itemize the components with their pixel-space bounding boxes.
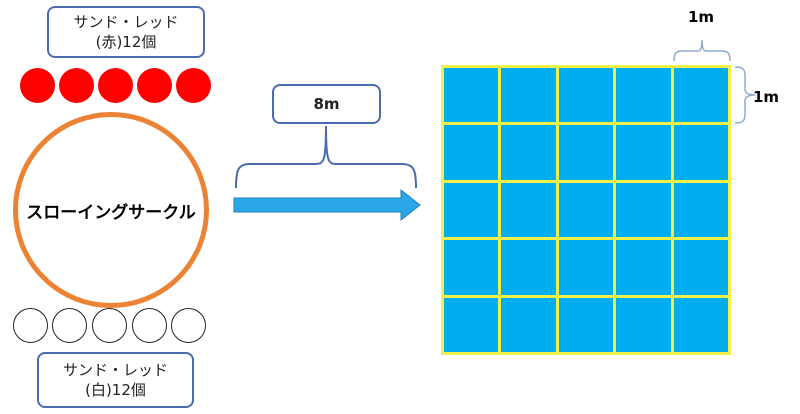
throwing-circle: スローイングサークル — [13, 112, 209, 308]
grid-right-unit-label: 1m — [753, 88, 780, 106]
grid-cell — [501, 68, 556, 123]
grid-cell — [501, 297, 556, 352]
grid-cell — [558, 68, 614, 123]
grid-top-unit-bracket — [673, 39, 731, 62]
white-ball — [132, 308, 167, 343]
white-sandbag-label: サンド・レッド (白)12個 — [37, 352, 194, 408]
grid-cell — [501, 240, 556, 295]
grid-cell — [673, 240, 728, 295]
grid-cell — [444, 125, 499, 180]
grid-cell — [558, 182, 614, 238]
grid-cell — [616, 68, 671, 123]
grid-cell — [558, 297, 614, 352]
throw-direction-arrow — [233, 188, 421, 222]
white-ball — [92, 308, 127, 343]
white-ball — [13, 308, 48, 343]
red-ball — [176, 68, 211, 103]
grid-cell — [558, 240, 614, 295]
grid-cell — [673, 297, 728, 352]
red-ball — [20, 68, 55, 103]
grid-top-unit-label: 1m — [688, 8, 715, 26]
red-sandbag-label: サンド・レッド (赤)12個 — [47, 6, 205, 58]
white-sandbag-label-line2: (白)12個 — [85, 381, 146, 399]
grid-cell — [501, 182, 556, 238]
grid-cell — [501, 125, 556, 180]
white-sandbag-label-line1: サンド・レッド — [62, 361, 168, 379]
grid-cell — [673, 125, 728, 180]
grid-cell — [616, 240, 671, 295]
grid-cell — [558, 125, 614, 180]
red-ball — [98, 68, 133, 103]
red-ball — [137, 68, 172, 103]
grid-cell — [444, 182, 499, 238]
red-sandbag-label-line2: (赤)12個 — [95, 33, 157, 51]
grid-cell — [616, 297, 671, 352]
distance-bracket — [235, 125, 417, 189]
distance-label-box: 8m — [272, 84, 381, 124]
throwing-circle-label: スローイングサークル — [26, 202, 196, 223]
red-ball — [59, 68, 94, 103]
white-ball — [171, 308, 206, 343]
grid-right-unit-bracket — [734, 66, 756, 124]
grid-cell — [444, 68, 499, 123]
grid-cell — [673, 182, 728, 238]
grid-cell — [444, 240, 499, 295]
grid-cell — [616, 125, 671, 180]
red-sandbag-label-line1: サンド・レッド — [73, 13, 179, 31]
white-ball — [52, 308, 87, 343]
grid-cell — [444, 297, 499, 352]
grid-cell — [673, 68, 728, 123]
distance-label: 8m — [313, 95, 340, 113]
grid-cell — [616, 182, 671, 238]
target-grid — [441, 65, 731, 355]
